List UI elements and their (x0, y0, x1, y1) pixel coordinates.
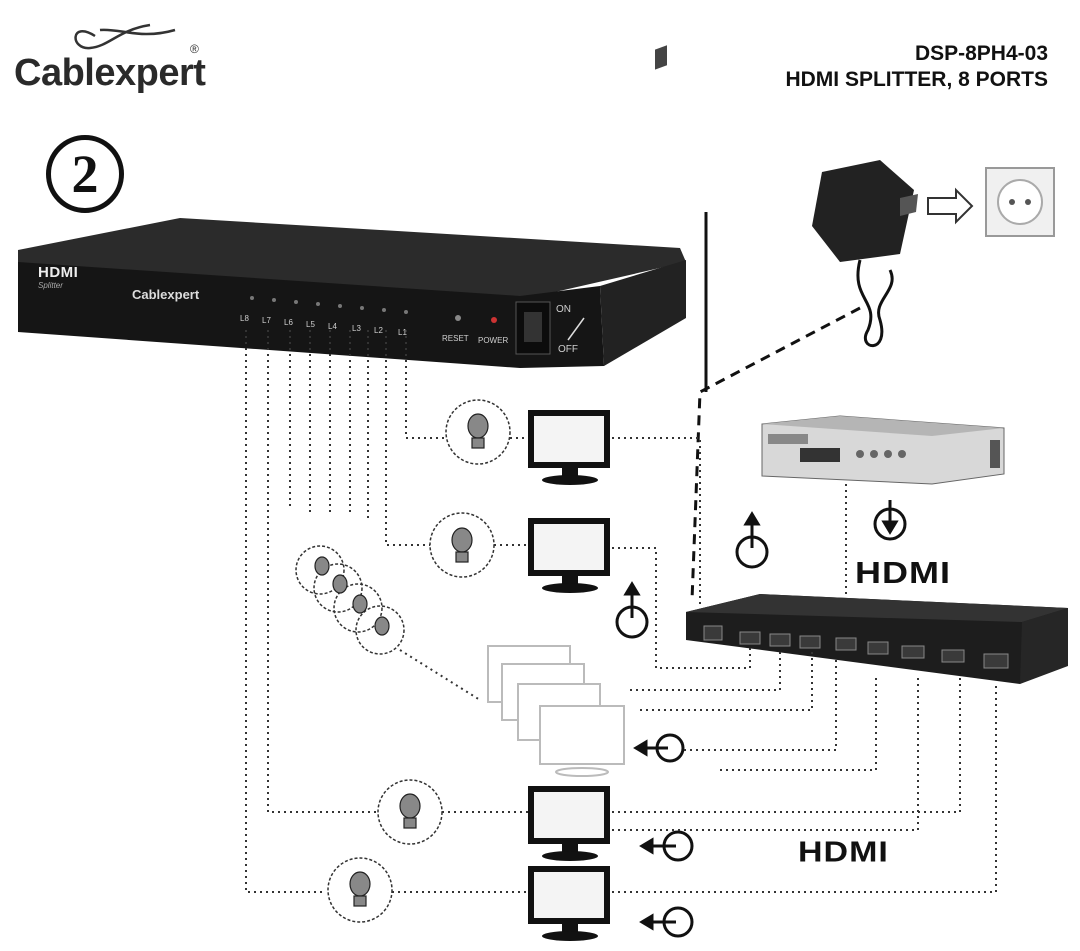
bulb-glyphs (314, 413, 489, 907)
power-adapter-icon (812, 160, 918, 348)
port-label: L5 (306, 320, 315, 329)
port-label: L6 (284, 318, 293, 327)
device-subtitle: Splitter (38, 281, 63, 290)
output-lines-back (612, 437, 997, 893)
brand-logo: Cablexpert (14, 52, 206, 94)
port-label: L3 (352, 324, 361, 333)
monitor-icon (487, 410, 625, 941)
port-label: L8 (240, 314, 249, 323)
device-brand-logo: Cablexpert (132, 287, 200, 302)
device-hdmi-logo: HDMI (38, 264, 79, 281)
switch-on-label: ON (556, 304, 571, 315)
power-cable-line (690, 306, 861, 601)
reset-label: RESET (442, 334, 469, 343)
model-title: DSP-8PH4-03 (914, 42, 1048, 65)
arrow-right-icon (927, 187, 974, 225)
splitter-device-front (18, 45, 686, 368)
wall-socket-icon (985, 167, 1055, 237)
port-label: L2 (374, 326, 383, 335)
hdmi-output-label: HDMI (798, 835, 889, 869)
product-title: HDMI SPLITTER, 8 PORTS (785, 68, 1048, 91)
power-label: POWER (478, 336, 509, 345)
hdmi-source-device (761, 415, 1005, 485)
switch-off-label: OFF (558, 344, 578, 355)
splitter-device-back (686, 594, 1068, 684)
port-label: L4 (328, 322, 337, 331)
light-bulb-icon (295, 399, 511, 923)
cablexpert-swirl-icon (74, 23, 176, 50)
port-label: L1 (398, 328, 407, 337)
bulb-to-monitor-lines (392, 437, 528, 893)
step-number: 2 (46, 135, 124, 213)
hdmi-source-label: HDMI (855, 555, 951, 590)
registered-mark: ® (190, 42, 199, 56)
output-lines-front (245, 330, 445, 893)
port-label: L7 (262, 316, 271, 325)
power-symbol-icon (615, 500, 907, 938)
